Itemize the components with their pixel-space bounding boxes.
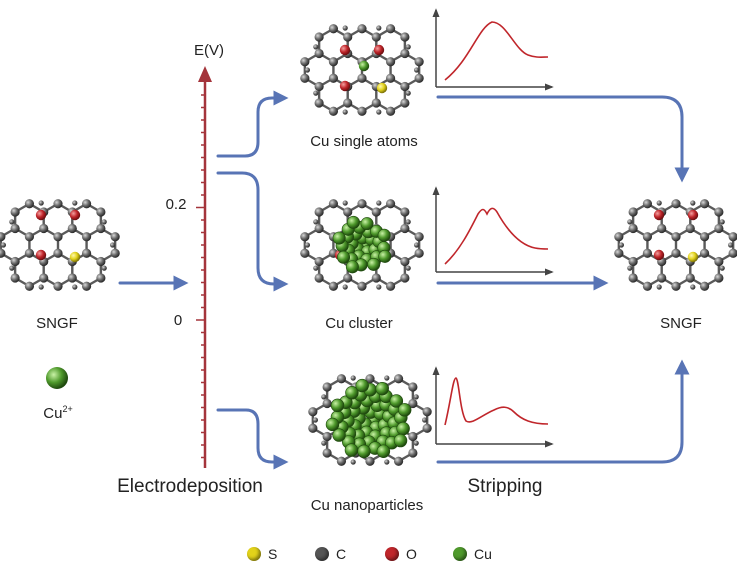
- arrow-single-atoms-to-sngf: [436, 95, 690, 183]
- legend-item-cu: Cu: [453, 544, 492, 564]
- legend-swatch-c: [315, 547, 329, 561]
- cu-ion-label-charge: 2+: [62, 404, 73, 414]
- cu-ion-label-base: Cu: [43, 405, 63, 422]
- legend-item-o: O: [385, 544, 417, 564]
- flow-arrows: [118, 90, 690, 470]
- legend-item-s: S: [247, 544, 277, 564]
- axis-tick-label-0: 0: [173, 312, 183, 329]
- cu-ion-sphere: [46, 367, 68, 389]
- stripping-label: Stripping: [467, 476, 543, 497]
- cu-single-atoms-label: Cu single atoms: [310, 133, 418, 150]
- sngf-label-right: SNGF: [660, 315, 702, 332]
- axis-tick-label-0.2: 0.2: [165, 196, 187, 213]
- arrow-to-nanoparticles: [216, 408, 289, 470]
- cu-single-atoms-structure: [300, 24, 424, 116]
- arrow-nanoparticles-to-sngf: [436, 359, 690, 464]
- cu-cluster-label: Cu cluster: [325, 315, 393, 332]
- axis-label: E(V): [194, 42, 224, 59]
- stripping-plot-single-atoms: [432, 8, 554, 91]
- legend-label-o: O: [406, 546, 417, 562]
- cu-nanoparticles-structure: [308, 374, 432, 466]
- legend-swatch-o: [385, 547, 399, 561]
- legend-label-cu: Cu: [474, 546, 492, 562]
- cu-cluster-structure: [300, 199, 424, 291]
- potential-axis: [196, 66, 212, 468]
- arrow-to-single-atoms: [216, 90, 289, 158]
- stripping-plot-cluster: [432, 186, 554, 276]
- legend-label-s: S: [268, 546, 278, 562]
- legend-swatch-cu: [453, 547, 467, 561]
- electrodeposition-label: Electrodeposition: [117, 476, 263, 497]
- sngf-label-left: SNGF: [36, 315, 78, 332]
- sngf-structure-right: [614, 199, 737, 291]
- sngf-structure-left: [0, 199, 120, 291]
- cu-ion-label: Cu2+: [43, 404, 72, 422]
- legend-item-c: C: [315, 544, 346, 564]
- stripping-plot-nanoparticles: [432, 366, 554, 448]
- legend-label-c: C: [336, 546, 347, 562]
- legend-swatch-s: [247, 547, 261, 561]
- cu-nanoparticles-label: Cu nanoparticles: [310, 497, 424, 514]
- arrow-to-cluster: [216, 171, 289, 292]
